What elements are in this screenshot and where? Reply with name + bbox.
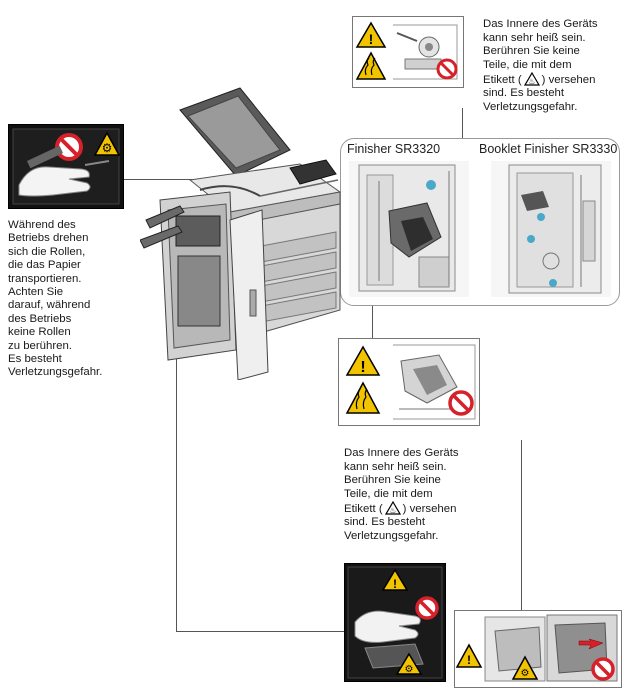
roller-hazard-icon: ⚙ — [395, 652, 423, 675]
top-heat-warning-text: Das Innere des Geräts kann sehr heiß sei… — [483, 5, 626, 114]
leader-line-bottom-horizontal — [176, 631, 344, 632]
leader-line-bottom-vertical — [176, 288, 177, 631]
finisher-sr3320-illustration — [349, 161, 469, 297]
finisher-comparison-panel: Finisher SR3320 Booklet Finisher SR3330 — [340, 138, 620, 306]
warning-triangle-icon: ! — [355, 21, 387, 48]
warning-triangle-icon: ! — [345, 345, 381, 376]
leader-line-roller-label — [123, 179, 193, 180]
bottom-roller-hazard-callout: ! ⚙ — [344, 563, 446, 682]
printer-with-finisher-illustration — [140, 87, 342, 380]
leader-line-bottom-right — [521, 440, 522, 610]
top-heat-callout: ! — [352, 16, 464, 88]
hand-icon — [354, 610, 421, 643]
svg-text:⚙: ⚙ — [405, 664, 414, 675]
svg-text:!: ! — [393, 577, 397, 591]
roller-hazard-icon: ⚙ — [511, 655, 539, 680]
roller-warning-text: Während des Betriebs drehen sich die Rol… — [8, 219, 103, 379]
svg-text:♨: ♨ — [389, 506, 396, 515]
roller-hazard-callout: ⚙ — [8, 124, 124, 209]
inline-warning-symbol-icon: ♨ — [384, 501, 401, 515]
no-touch-icon — [448, 390, 474, 416]
bottom-right-hazard-callout: ! ⚙ — [454, 610, 622, 688]
top-heat-warning-before: Das Innere des Geräts kann sehr heiß sei… — [483, 18, 598, 87]
svg-text:⚙: ⚙ — [102, 141, 113, 155]
leader-line-middle-heat-label — [372, 300, 373, 338]
svg-text:!: ! — [369, 31, 374, 47]
no-touch-icon — [55, 133, 83, 161]
svg-text:♨: ♨ — [528, 77, 535, 86]
svg-text:!: ! — [360, 359, 365, 376]
hot-surface-icon — [345, 381, 381, 414]
middle-heat-warning-after: ) versehen sind. Es besteht Verletzungsg… — [344, 503, 457, 542]
inline-warning-symbol-icon: ♨ — [523, 72, 540, 86]
booklet-finisher-sr3330-illustration — [491, 161, 611, 297]
middle-heat-warning-before: Das Innere des Geräts kann sehr heiß sei… — [344, 447, 459, 516]
middle-heat-callout: ! — [338, 338, 480, 426]
finisher-sr3320-title: Finisher SR3320 — [347, 142, 441, 156]
top-heat-warning-after: ) versehen sind. Es besteht Verletzungsg… — [483, 74, 596, 113]
arrow-icon — [578, 638, 604, 650]
hot-surface-icon — [355, 51, 387, 80]
no-touch-icon — [415, 596, 439, 620]
no-touch-icon — [591, 657, 615, 681]
warning-triangle-icon: ! — [455, 643, 483, 668]
roller-hazard-icon: ⚙ — [93, 131, 121, 156]
booklet-finisher-sr3330-title: Booklet Finisher SR3330 — [479, 142, 618, 156]
svg-text:⚙: ⚙ — [521, 668, 530, 679]
hand-icon — [18, 166, 91, 197]
warning-triangle-icon: ! — [381, 568, 409, 591]
svg-text:!: ! — [467, 653, 471, 667]
no-touch-icon — [436, 58, 458, 80]
middle-heat-warning-text: Das Innere des Geräts kann sehr heiß sei… — [344, 434, 514, 543]
